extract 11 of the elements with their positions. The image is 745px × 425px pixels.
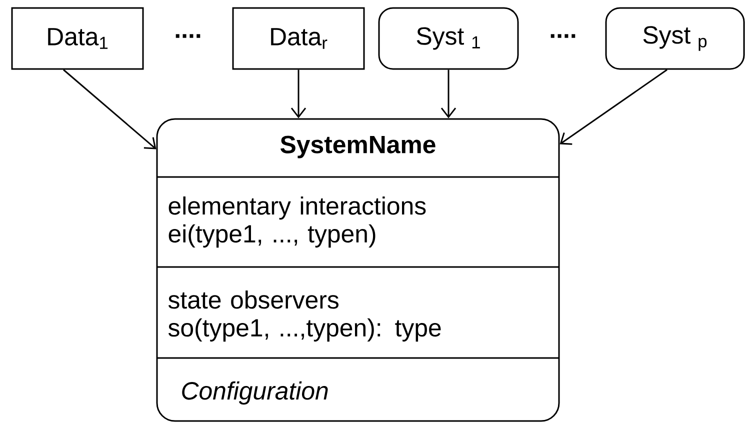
- arrow: [440, 70, 456, 118]
- system-box: Syst $_{p}$: [605, 7, 745, 70]
- arrow: [63, 69, 156, 150]
- arrow: [560, 69, 668, 145]
- process-box: Data$_{r}$: [232, 7, 365, 70]
- system-box: Syst $_{1}$: [378, 7, 519, 70]
- ellipsis: ....: [176, 34, 200, 38]
- class-box: SystemName elementary interactions ei(type1, ..., typen) state observers so(type1, ...,typen): type Configuration: [156, 118, 560, 422]
- arrow: [290, 70, 306, 118]
- ellipsis: ....: [550, 34, 576, 38]
- process-box: Data$_{1}$: [11, 7, 144, 70]
